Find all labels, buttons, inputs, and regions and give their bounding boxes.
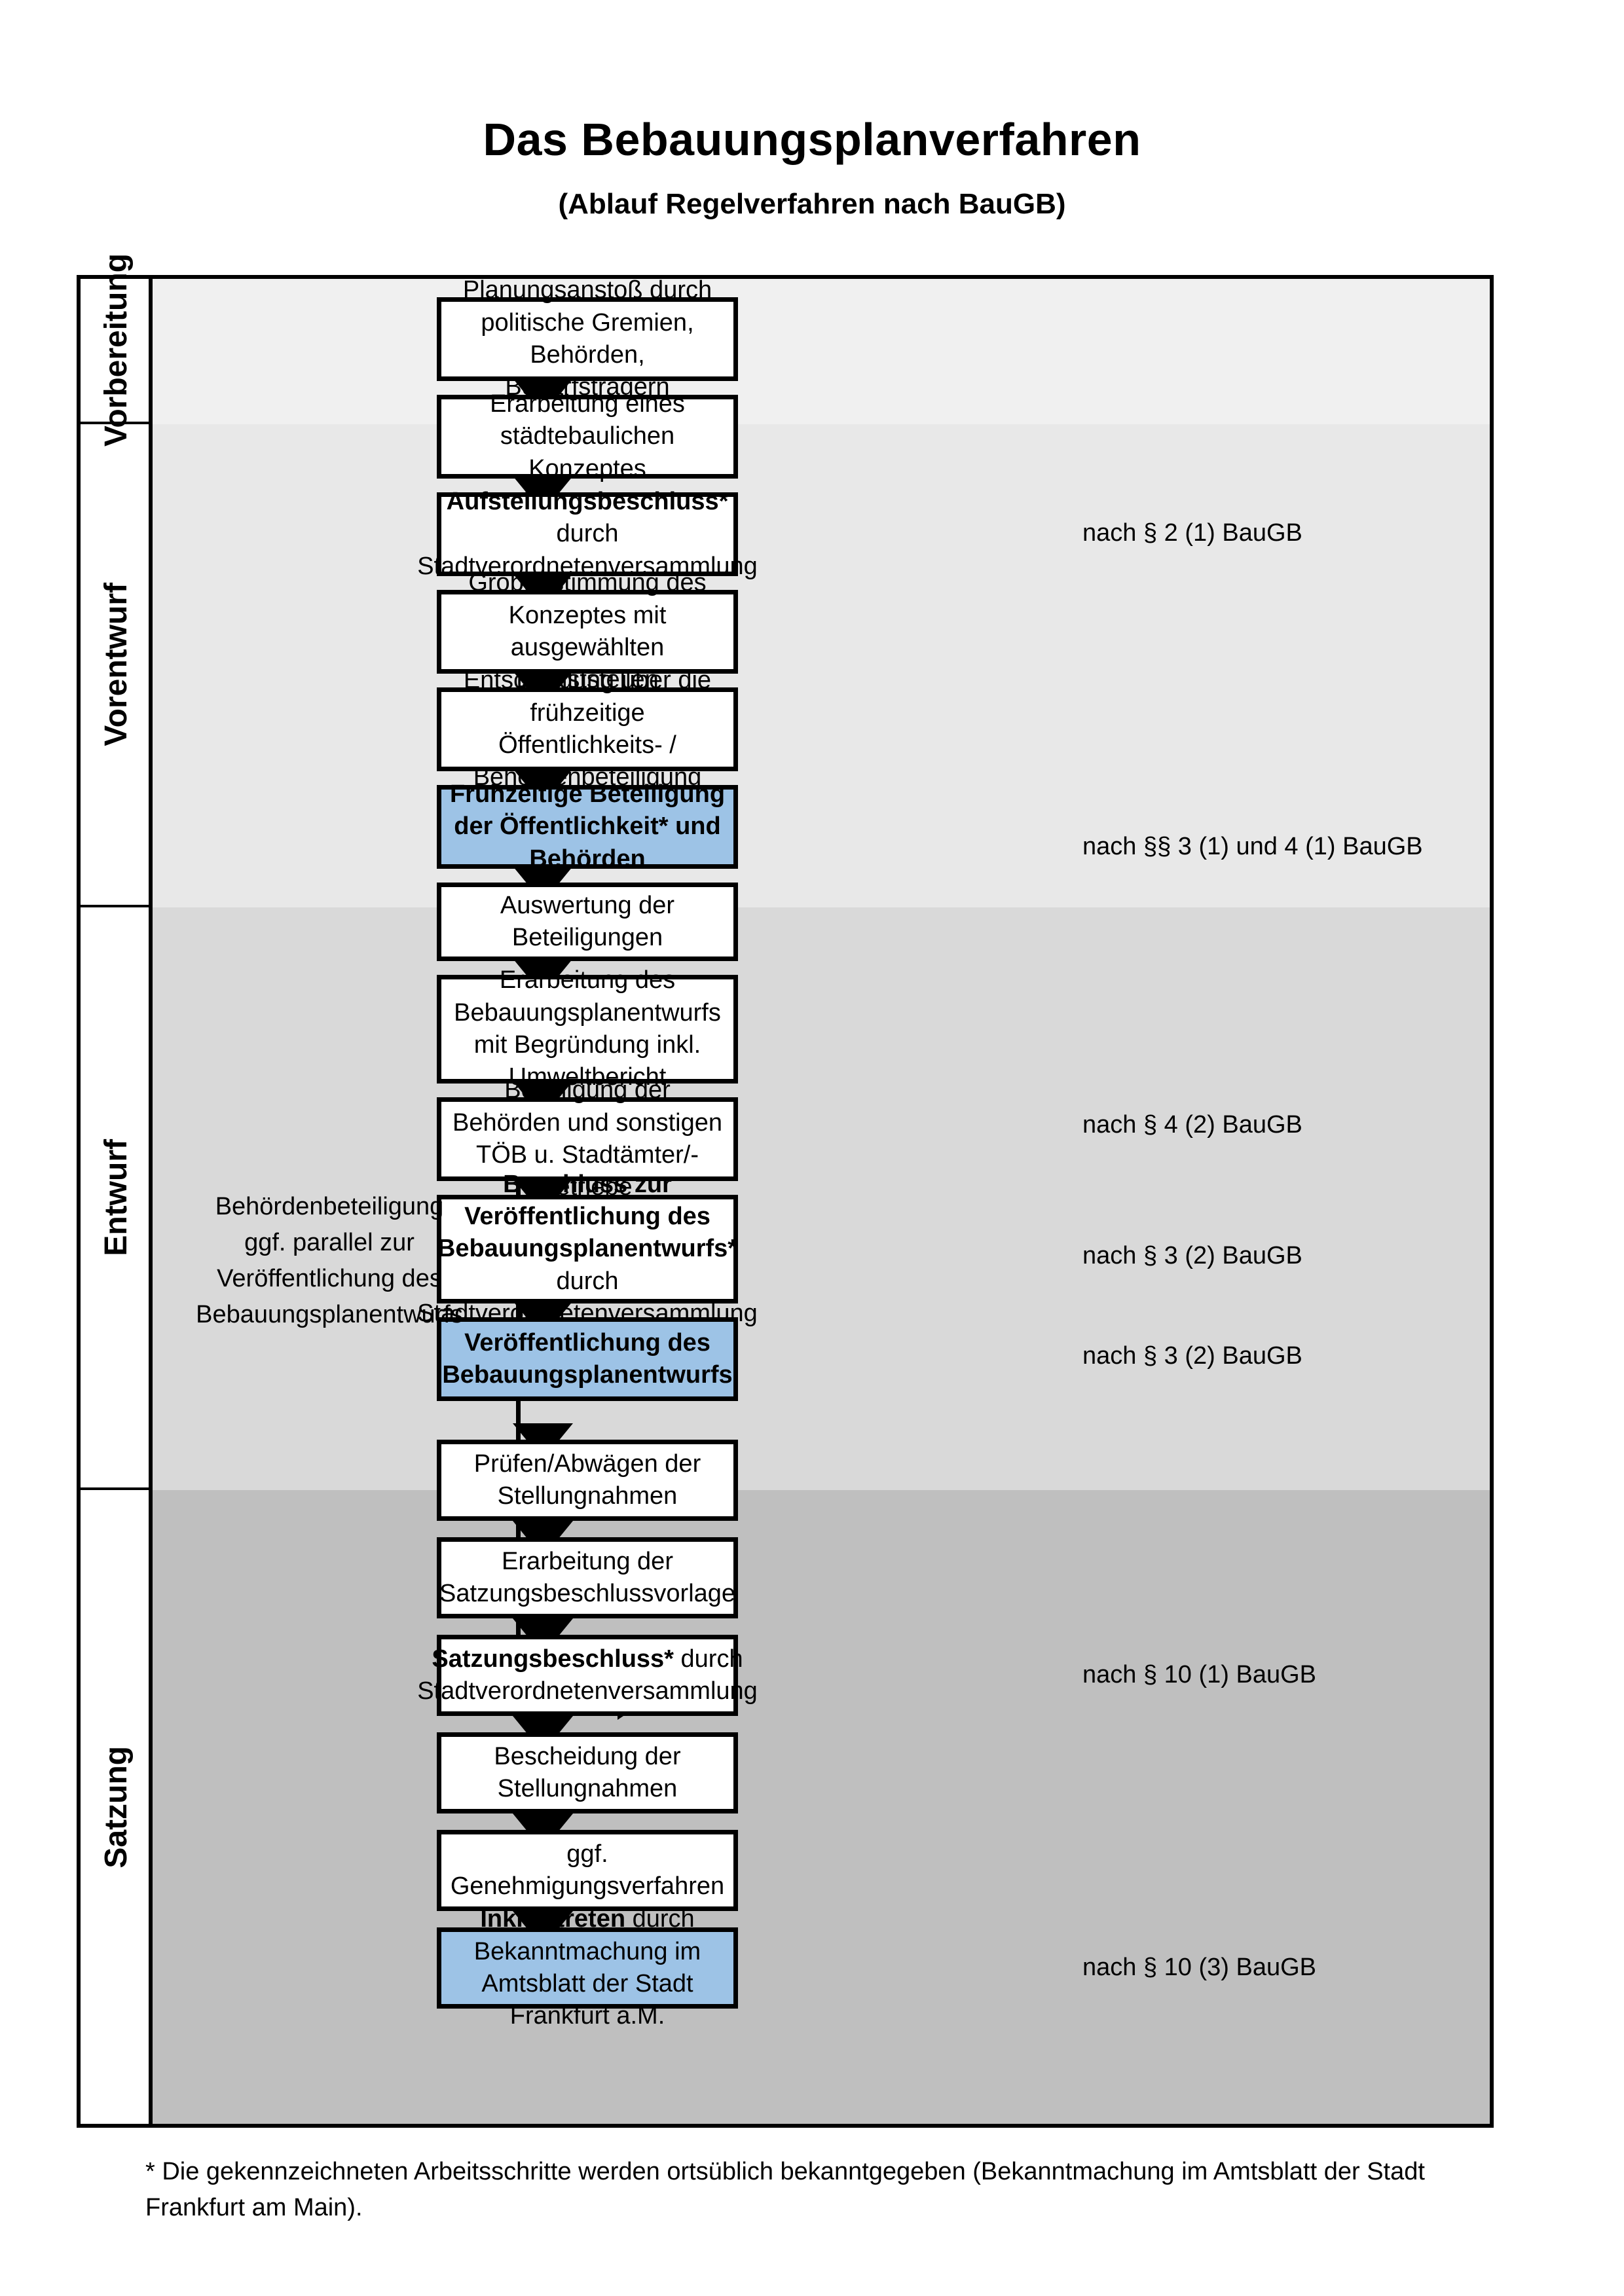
step-bold-prefix: Satzungsbeschluss* xyxy=(432,1645,674,1673)
step-text: Veröffentlichung des Bebauungsplanentwur… xyxy=(442,1327,732,1392)
phase-cell-satzung: Satzung xyxy=(81,1490,153,2124)
reference-paragraph-4-2: nach § 4 (2) BauGB xyxy=(1082,1111,1302,1139)
step-rest: durch Stadtverordnetenversammlung xyxy=(417,1645,758,1705)
step-box-staedtebauliches-konzept[interactable]: Erarbeitung eines städtebaulichen Konzep… xyxy=(437,390,738,483)
step-text: Prüfen/Abwägen der Stellungnahmen xyxy=(473,1449,701,1510)
phase-label-vorentwurf: Vorentwurf xyxy=(99,583,134,746)
phase-cell-entwurf: Entwurf xyxy=(81,907,153,1490)
band-satzung xyxy=(153,1490,1490,2124)
step-box-veroeffentlichung-entwurf[interactable]: Veröffentlichung des Bebauungsplanentwur… xyxy=(437,1317,738,1401)
band-entwurf xyxy=(153,907,1490,1490)
step-box-inkrafttreten[interactable]: Inkrafttreten durch Bekanntmachung im Am… xyxy=(437,1905,738,2030)
step-box-bescheidung-stellungnahmen[interactable]: Bescheidung der Stellungnahmen xyxy=(437,1732,738,1813)
bracket-left-segment xyxy=(516,1156,521,1706)
step-text: Beteiligung der Behörden und sonstigen T… xyxy=(452,1076,722,1201)
reference-paragraph-3-2-b: nach § 3 (2) BauGB xyxy=(1082,1342,1302,1370)
step-text: Erarbeitung der Satzungsbeschlussvorlage xyxy=(439,1547,736,1607)
step-box-beteiligung-behoerden[interactable]: Beteiligung der Behörden und sonstigen T… xyxy=(437,1076,738,1201)
step-box-fruehzeitige-beteiligung[interactable]: Frühzeitige Beteiligung der Öffentlichke… xyxy=(437,780,738,873)
step-box-auswertung-beteiligungen[interactable]: Auswertung der Beteiligungen xyxy=(437,883,738,961)
step-box-beschluss-veroeffentlichung[interactable]: Beschluss zur Veröffentlichung des Bebau… xyxy=(417,1171,758,1328)
phase-cell-vorbereitung: Vorbereitung xyxy=(81,253,153,447)
step-text: Satzungsbeschluss* durch Stadtverordnete… xyxy=(417,1643,758,1708)
flowchart-frame: Vorbereitung Vorentwurf Entwurf Satzung … xyxy=(77,253,1494,2128)
step-text: Auswertung der Beteiligungen xyxy=(500,891,675,951)
step-text: Planungsanstoß durch politische Gremien,… xyxy=(462,276,712,401)
step-bold-prefix: Aufstellungsbeschluss* xyxy=(446,487,729,515)
reference-paragraph-10-3: nach § 10 (3) BauGB xyxy=(1082,1954,1316,1981)
step-text: Erarbeitung des Bebauungsplanentwurfs mi… xyxy=(454,966,721,1091)
step-box-erarbeitung-entwurf[interactable]: Erarbeitung des Bebauungsplanentwurfs mi… xyxy=(437,966,738,1091)
step-text: Erarbeitung eines städtebaulichen Konzep… xyxy=(490,390,685,483)
page-title: Das Bebauungsplanverfahren xyxy=(483,114,1141,165)
step-bold-prefix: Beschluss zur Veröffentlichung des Bebau… xyxy=(437,1170,738,1263)
step-box-aufstellungsbeschluss[interactable]: Aufstellungsbeschluss* durch Stadtverord… xyxy=(417,488,758,580)
step-box-satzungsbeschluss[interactable]: Satzungsbeschluss* durch Stadtverordnete… xyxy=(417,1635,758,1716)
band-vorbereitung xyxy=(153,279,1490,424)
reference-paragraph-10-1: nach § 10 (1) BauGB xyxy=(1082,1661,1316,1688)
phase-label-entwurf: Entwurf xyxy=(99,1139,134,1256)
band-vorentwurf xyxy=(153,424,1490,907)
step-box-planungsanstoss[interactable]: Planungsanstoß durch politische Gremien,… xyxy=(437,276,738,401)
page-header: Das Bebauungsplanverfahren (Ablauf Regel… xyxy=(0,0,1624,219)
phase-label-vorbereitung: Vorbereitung xyxy=(99,253,134,447)
step-text: Aufstellungsbeschluss* durch Stadtverord… xyxy=(417,486,758,583)
step-text: ggf. Genehmigungsverfahren xyxy=(450,1840,725,1900)
step-box-erarbeitung-satzungsvorlage[interactable]: Erarbeitung der Satzungsbeschlussvorlage xyxy=(437,1537,738,1618)
reference-paragraph-3-2-a: nach § 3 (2) BauGB xyxy=(1082,1242,1302,1269)
step-text: Inkrafttreten durch Bekanntmachung im Am… xyxy=(448,1903,727,2033)
sidenote-parallel-behoerdenbeteiligung: Behördenbeteiligung ggf. parallel zur Ve… xyxy=(196,1193,463,1329)
step-text: Entscheidung über die frühzeitige Öffent… xyxy=(463,666,712,792)
footnote: * Die gekennzeichneten Arbeitsschritte w… xyxy=(145,2158,1425,2222)
step-text: Bescheidung der Stellungnahmen xyxy=(494,1742,681,1802)
step-box-grobabstimmung[interactable]: Grobabstimmung des Konzeptes mit ausgewä… xyxy=(437,569,738,693)
step-bold-prefix: Frühzeitige Beteiligung der Öffentlichke… xyxy=(449,780,726,873)
step-rest: durch Stadtverordnetenversammlung xyxy=(417,520,758,580)
reference-paragraph-3-1-4-1: nach §§ 3 (1) und 4 (1) BauGB xyxy=(1082,833,1423,860)
step-rest: durch Bekanntmachung im Amtsblatt der St… xyxy=(473,1905,701,2030)
phase-rail: Vorbereitung Vorentwurf Entwurf Satzung xyxy=(81,253,153,2124)
step-bold-prefix: Inkrafttreten xyxy=(480,1905,626,1933)
page-subtitle: (Ablauf Regelverfahren nach BauGB) xyxy=(558,188,1066,220)
step-box-pruefen-abwaegen[interactable]: Prüfen/Abwägen der Stellungnahmen xyxy=(437,1440,738,1521)
step-text: Frühzeitige Beteiligung der Öffentlichke… xyxy=(448,778,727,875)
step-box-entscheidung-fruehzeitige[interactable]: Entscheidung über die frühzeitige Öffent… xyxy=(437,666,738,791)
phase-cell-vorentwurf: Vorentwurf xyxy=(81,424,153,907)
reference-paragraph-2-1: nach § 2 (1) BauGB xyxy=(1082,519,1302,547)
step-box-genehmigungsverfahren[interactable]: ggf. Genehmigungsverfahren xyxy=(437,1830,738,1911)
phase-label-satzung: Satzung xyxy=(99,1745,134,1868)
step-bold-prefix: Veröffentlichung des Bebauungsplanentwur… xyxy=(442,1328,733,1389)
